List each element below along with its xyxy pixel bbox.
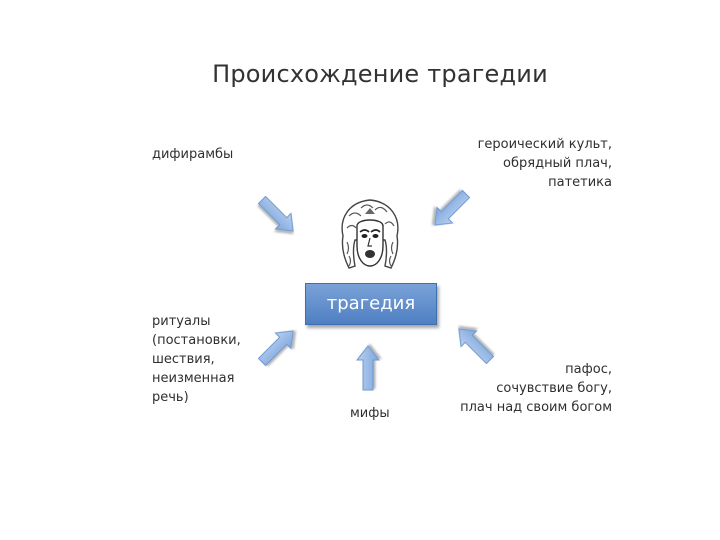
source-mid-left: ритуалы (постановки, шествия, неизменная…: [152, 312, 241, 407]
source-line: патетика: [548, 175, 612, 190]
arrow-top-left: [257, 195, 294, 232]
source-top-right: героический культ, обрядный плач, патети…: [478, 135, 612, 192]
source-line: речь): [152, 390, 189, 405]
source-line: шествия,: [152, 352, 215, 367]
arrow-top-right: [434, 189, 471, 226]
source-line: плач над своим богом: [460, 400, 612, 415]
arrow-bottom-right: [458, 328, 495, 365]
arrow-bottom-center: [355, 345, 381, 391]
source-line: пафос,: [565, 362, 612, 377]
source-bottom-right: пафос, сочувствие богу, плач над своим б…: [460, 360, 612, 417]
source-line: обрядный плач,: [503, 156, 612, 171]
source-line: героический культ,: [477, 137, 612, 152]
source-line: неизменная: [152, 371, 235, 386]
source-line: ритуалы: [152, 314, 211, 329]
center-node: трагедия: [305, 283, 437, 325]
source-top-left: дифирамбы: [152, 145, 233, 164]
source-line: дифирамбы: [152, 147, 234, 162]
source-bottom-center: мифы: [350, 404, 390, 423]
arrow-mid-left: [257, 330, 294, 367]
source-line: (постановки,: [152, 333, 241, 348]
tragic-mask-icon: [335, 196, 405, 274]
source-line: мифы: [350, 406, 390, 421]
source-line: сочувствие богу,: [496, 381, 612, 396]
page-title: Происхождение трагедии: [212, 60, 548, 88]
